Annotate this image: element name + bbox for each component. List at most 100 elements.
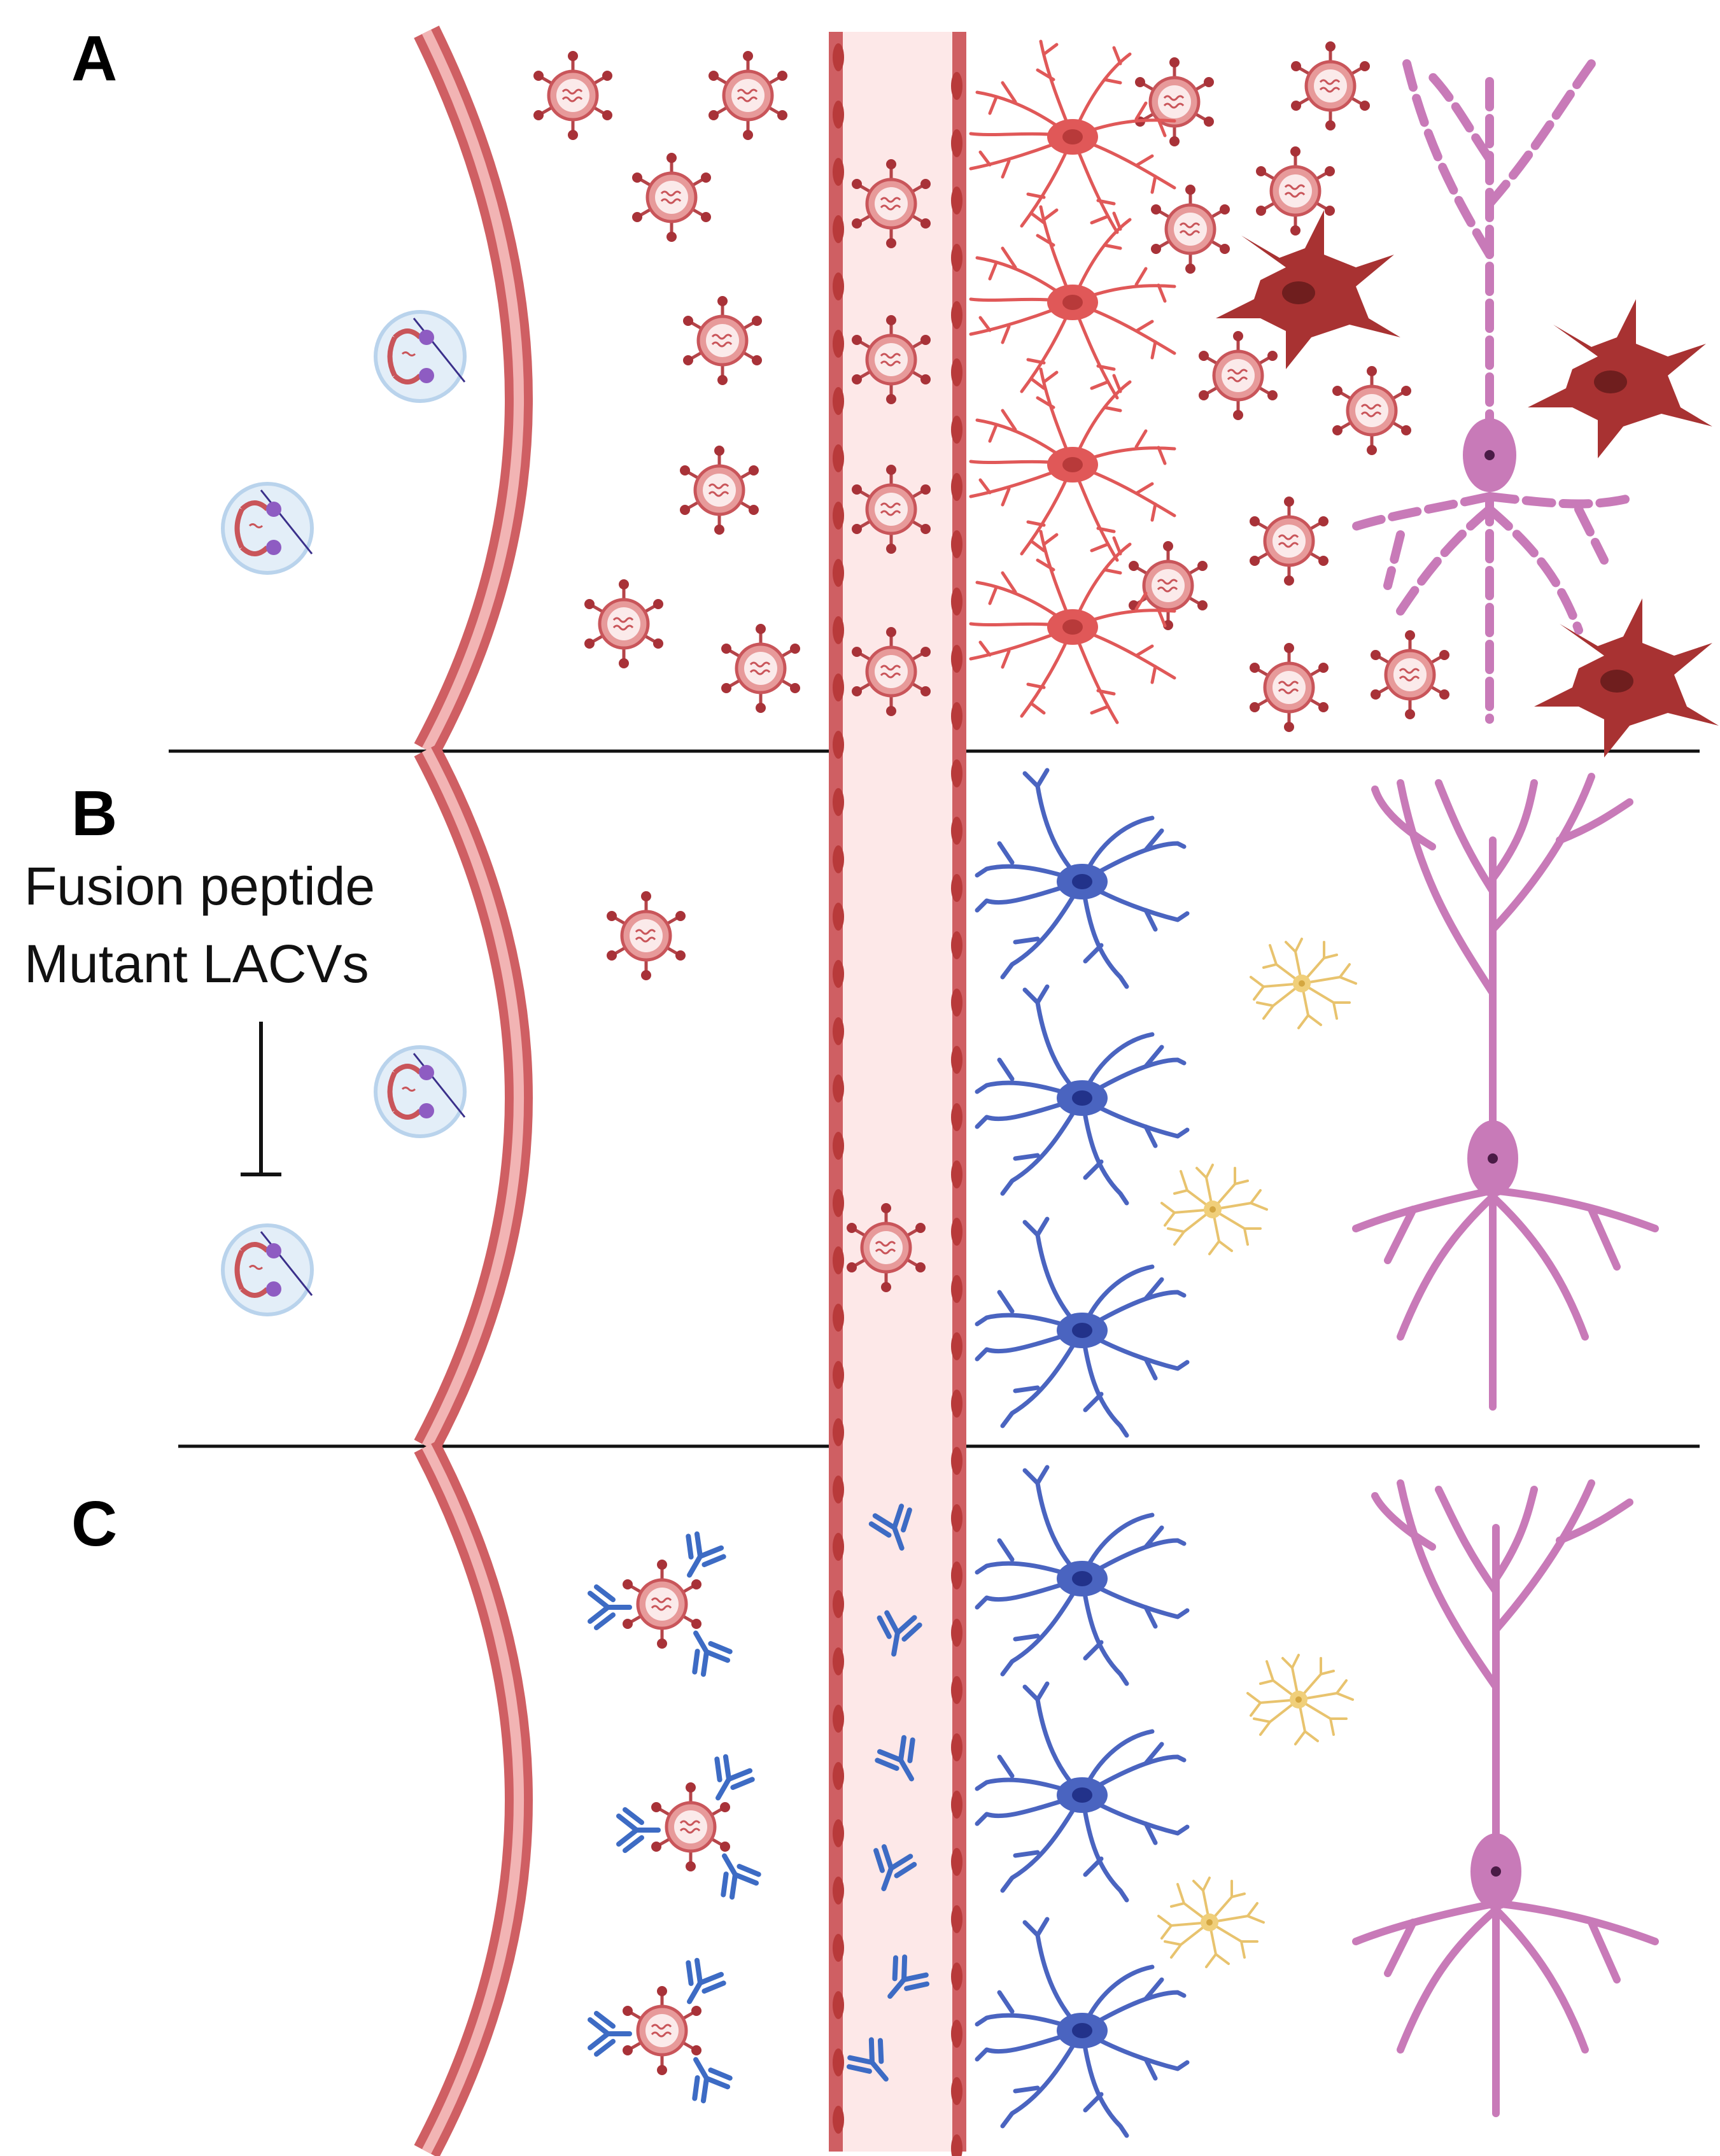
- astrocyte-icon: [977, 1684, 1187, 1900]
- endothelial-nucleus: [951, 1275, 962, 1303]
- blood-vessel: [829, 32, 966, 2156]
- endothelial-nucleus: [951, 1733, 962, 1761]
- endothelial-nucleus: [951, 1103, 962, 1131]
- panel-label-a: A: [71, 23, 118, 94]
- endothelial-nucleus: [951, 2077, 962, 2105]
- endothelial-nucleus: [833, 444, 844, 472]
- endothelial-nucleus: [951, 874, 962, 902]
- antibody-icon: [700, 1754, 755, 1808]
- astrocyte-icon: [971, 532, 1174, 722]
- endothelial-nucleus: [951, 1390, 962, 1418]
- endothelial-nucleus: [833, 1361, 844, 1389]
- virion-icon: [721, 624, 800, 713]
- virion-icon: [1371, 630, 1449, 719]
- microglia-icon: [1528, 299, 1712, 458]
- endothelial-nucleus: [951, 1504, 962, 1532]
- virion-icon: [607, 891, 686, 980]
- endothelial-nucleus: [833, 1705, 844, 1733]
- astrocyte-icon: [971, 207, 1174, 398]
- endothelial-nucleus: [951, 588, 962, 616]
- endothelial-nucleus: [833, 158, 844, 186]
- endothelial-nucleus: [951, 1962, 962, 1990]
- endothelial-nucleus: [951, 244, 962, 272]
- microglia-icon: [1160, 1164, 1268, 1255]
- endothelial-nucleus: [833, 1074, 844, 1103]
- virion-icon: [1151, 185, 1230, 274]
- virion-icon: [584, 579, 663, 668]
- endothelial-nucleus: [951, 416, 962, 444]
- endothelial-nucleus: [833, 559, 844, 587]
- endothelial-nucleus: [951, 759, 962, 787]
- endothelial-nucleus: [833, 101, 844, 129]
- antibody-icon: [707, 1846, 761, 1901]
- endothelial-nucleus: [833, 502, 844, 530]
- endothelial-nucleus: [951, 1332, 962, 1360]
- endothelial-nucleus: [951, 473, 962, 501]
- endothelial-nucleus: [951, 1160, 962, 1188]
- endothelial-nucleus: [833, 387, 844, 415]
- antibody-icon: [672, 1957, 726, 2012]
- endothelial-nucleus: [833, 1590, 844, 1618]
- endothelial-nucleus: [951, 1046, 962, 1074]
- endothelial-nucleus: [833, 1418, 844, 1446]
- inhibition-icon: [241, 1022, 281, 1176]
- endothelial-nucleus: [951, 530, 962, 558]
- endothelial-nucleus: [833, 1762, 844, 1790]
- endothelial-nucleus: [833, 1189, 844, 1217]
- endosome-icon: [376, 1047, 465, 1136]
- virion-icon: [680, 446, 759, 535]
- endothelial-nucleus: [951, 989, 962, 1017]
- neuron-icon: [1345, 59, 1640, 724]
- panel-a: [223, 41, 1719, 757]
- endothelial-nucleus: [951, 301, 962, 329]
- endothelial-nucleus: [951, 72, 962, 100]
- endothelial-nucleus: [833, 1017, 844, 1045]
- endothelial-nucleus: [833, 215, 844, 243]
- virion-icon: [1291, 41, 1370, 130]
- microglia-icon: [1216, 210, 1400, 369]
- astrocyte-icon: [977, 987, 1187, 1203]
- endothelial-nucleus: [833, 1476, 844, 1504]
- microglia-icon: [1246, 1654, 1354, 1745]
- endothelial-nucleus: [833, 1647, 844, 1675]
- astrocyte-icon: [977, 1919, 1187, 2136]
- endosome-icon: [223, 484, 312, 573]
- endothelial-nucleus: [951, 129, 962, 157]
- endothelial-nucleus: [833, 272, 844, 300]
- endosome-icon: [376, 312, 465, 401]
- endothelial-nucleus: [833, 1246, 844, 1274]
- virion-icon: [1250, 497, 1329, 586]
- endothelial-nucleus: [833, 1877, 844, 1905]
- endothelial-nucleus: [951, 2020, 962, 2048]
- endothelial-nucleus: [833, 616, 844, 644]
- endothelial-nucleus: [951, 1561, 962, 1589]
- microglia-icon: [1250, 938, 1357, 1029]
- antibody-icon: [678, 1623, 733, 1678]
- microglia-icon: [1157, 1877, 1265, 1968]
- endothelial-nucleus: [833, 330, 844, 358]
- virion-icon: [683, 296, 762, 385]
- endothelial-nucleus: [833, 1132, 844, 1160]
- endothelial-nucleus: [833, 903, 844, 931]
- endothelial-nucleus: [833, 731, 844, 759]
- endothelial-nucleus: [951, 645, 962, 673]
- endothelial-nucleus: [833, 673, 844, 701]
- panel-label-b: B: [71, 778, 118, 849]
- endothelial-nucleus: [833, 2106, 844, 2134]
- neuron-icon: [1352, 773, 1659, 1411]
- epithelial-barrier: [414, 25, 533, 2156]
- panel-label-c: C: [71, 1488, 118, 1560]
- virion-icon: [1199, 331, 1278, 420]
- virion-icon: [708, 51, 787, 140]
- endothelial-nucleus: [951, 2134, 962, 2156]
- antibody-icon: [672, 1531, 726, 1586]
- astrocyte-icon: [977, 1219, 1187, 1435]
- neuron-icon: [1352, 1479, 1659, 2117]
- panel-b: [223, 770, 1659, 1435]
- endothelial-nucleus: [951, 1619, 962, 1647]
- mutant-annotation-line2: Mutant LACVs: [24, 934, 369, 994]
- endothelial-nucleus: [951, 1848, 962, 1876]
- endothelial-nucleus: [833, 1304, 844, 1332]
- astrocyte-icon: [971, 41, 1174, 232]
- endothelial-nucleus: [951, 931, 962, 959]
